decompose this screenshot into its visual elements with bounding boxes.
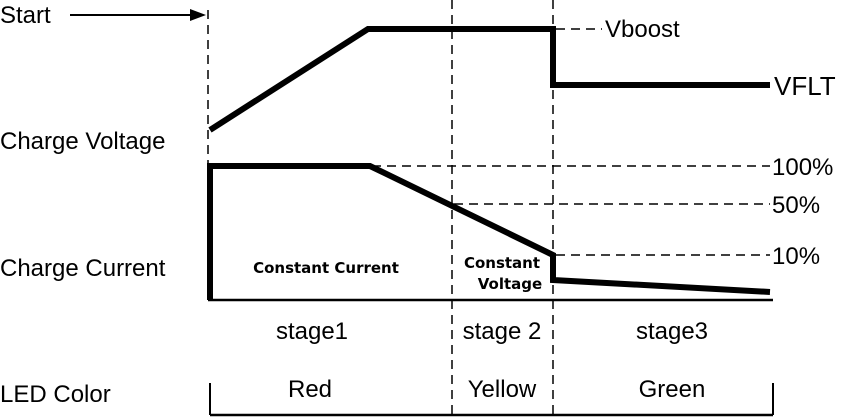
led-yellow-label: Yellow (468, 376, 537, 403)
led-bracket (209, 383, 774, 417)
stage2-label: stage 2 (463, 318, 542, 345)
vboost-label: Vboost (605, 16, 680, 43)
constant-voltage-label-line2: Voltage (478, 275, 542, 293)
stage3-label: stage3 (636, 318, 708, 345)
vflt-label: VFLT (774, 71, 836, 101)
arrow-head-icon (190, 9, 206, 21)
charge-current-label: Charge Current (0, 255, 166, 282)
level-50-label: 50% (772, 192, 820, 219)
constant-current-label: Constant Current (253, 259, 399, 277)
led-green-label: Green (639, 376, 706, 403)
led-red-label: Red (288, 376, 332, 403)
charge-voltage-label: Charge Voltage (0, 128, 165, 155)
level-100-label: 100% (772, 154, 833, 181)
start-label: Start (0, 2, 51, 29)
led-color-label: LED Color (0, 381, 111, 408)
charge-voltage-curve (208, 26, 770, 133)
level-10-label: 10% (772, 243, 820, 270)
constant-voltage-label-line1: Constant (464, 254, 540, 272)
stage1-label: stage1 (276, 318, 348, 345)
charge-current-curve (207, 163, 771, 300)
